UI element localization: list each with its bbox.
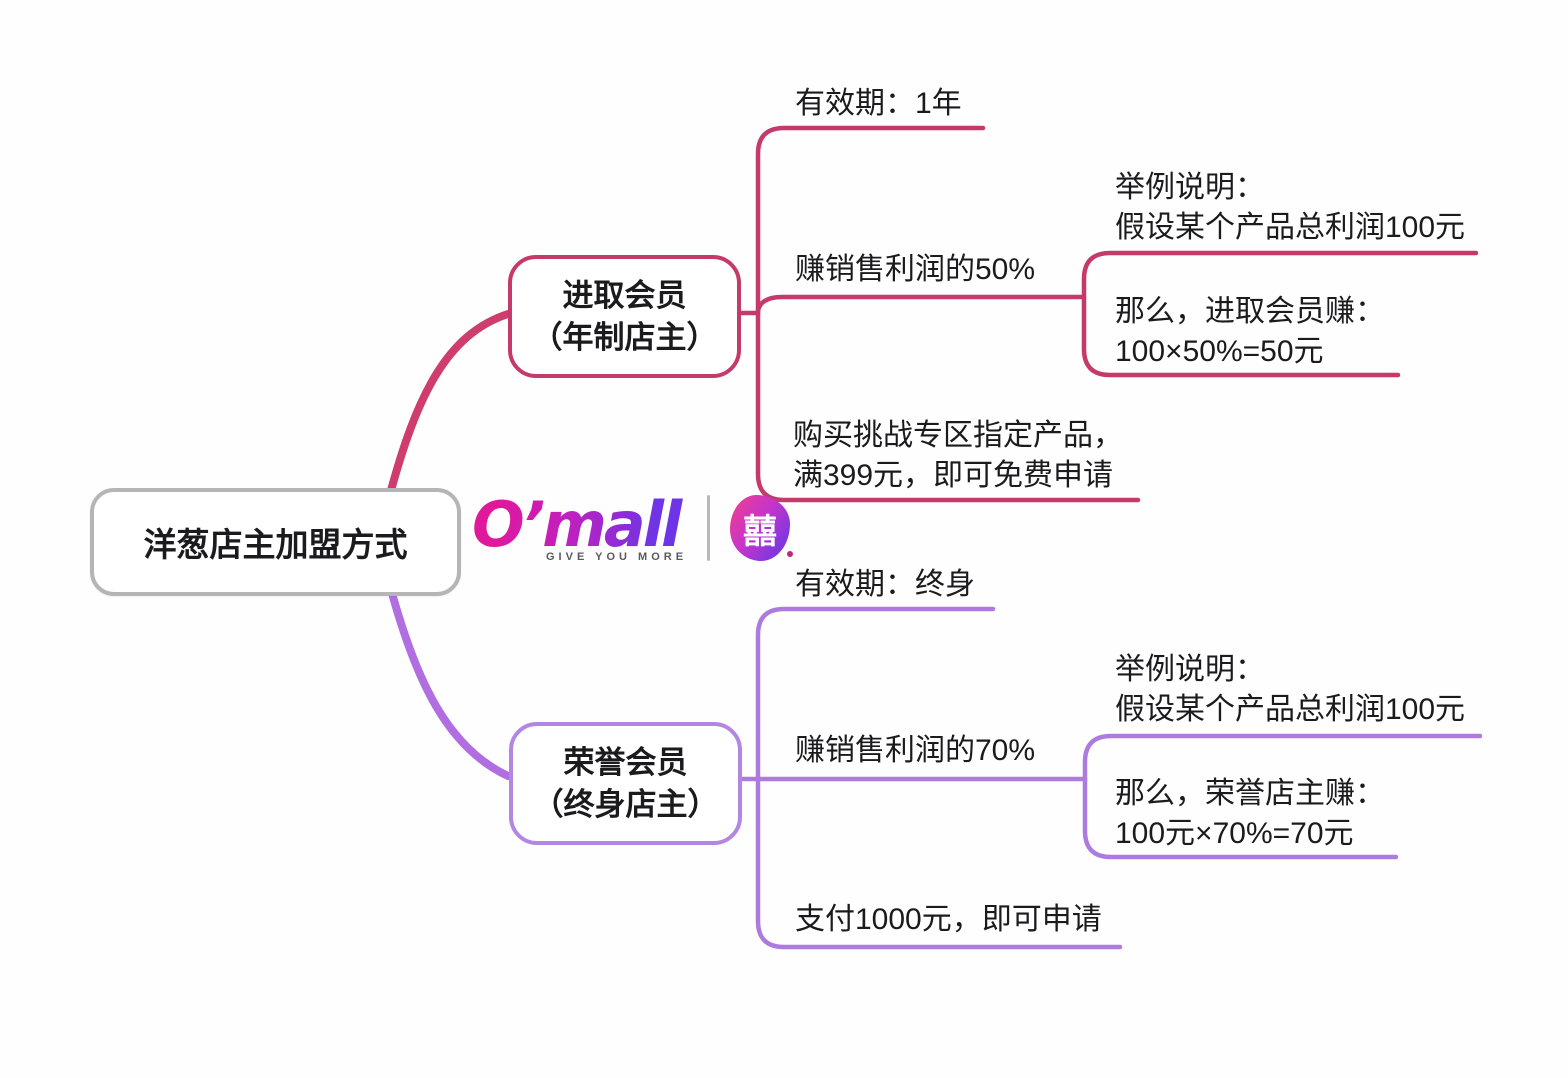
- edge-lifetime-fork: [755, 606, 1123, 950]
- leaf-annual-example[interactable]: 举例说明： 假设某个产品总利润100元: [1115, 168, 1465, 248]
- leaf-lifetime-example-line2: 假设某个产品总利润100元: [1115, 693, 1466, 726]
- leaf-lifetime-validity[interactable]: 有效期：终身: [795, 568, 975, 601]
- node-annual-member[interactable]: 进取会员 （年制店主）: [508, 255, 741, 378]
- edge-lifetime-example-fork: [1082, 733, 1483, 860]
- leaf-annual-example-line1: 举例说明：: [1115, 171, 1265, 204]
- edge-annual-profit-line: [755, 294, 1087, 316]
- double-happiness-icon: 囍: [730, 495, 794, 561]
- leaf-annual-result[interactable]: 那么，进取会员赚： 100×50%=50元: [1115, 292, 1385, 372]
- logo-divider: [707, 495, 711, 561]
- leaf-lifetime-profit[interactable]: 赚销售利润的70%: [795, 734, 1036, 767]
- leaf-annual-apply[interactable]: 购买挑战专区指定产品， 满399元，即可免费申请: [793, 416, 1123, 496]
- node-lifetime-member[interactable]: 荣誉会员 （终身店主）: [509, 722, 742, 845]
- edge-root-lifetime: [386, 582, 512, 780]
- leaf-lifetime-example-line1: 举例说明：: [1115, 653, 1265, 686]
- node-annual-title-line2: （年制店主）: [531, 319, 718, 355]
- root-node-label: 洋葱店主加盟方式: [143, 526, 408, 563]
- root-node[interactable]: 洋葱店主加盟方式: [90, 488, 461, 596]
- leaf-annual-apply-line2: 满399元，即可免费申请: [793, 459, 1114, 492]
- leaf-annual-profit[interactable]: 赚销售利润的50%: [795, 253, 1036, 286]
- leaf-lifetime-result-line2: 100元×70%=70元: [1115, 817, 1354, 850]
- omall-logo: O’mall GIVE YOU MORE 囍: [472, 474, 794, 582]
- leaf-annual-result-line1: 那么，进取会员赚：: [1115, 295, 1385, 328]
- omall-wordmark: O’mall GIVE YOU MORE: [472, 493, 688, 564]
- edge-annual-example-fork: [1081, 250, 1479, 378]
- edge-root-annual: [386, 310, 512, 498]
- node-lifetime-title-line2: （终身店主）: [532, 786, 719, 822]
- badge-dot: [787, 551, 794, 557]
- leaf-annual-example-line2: 假设某个产品总利润100元: [1115, 211, 1466, 244]
- leaf-annual-apply-line1: 购买挑战专区指定产品，: [793, 419, 1123, 452]
- node-lifetime-title-line1: 荣誉会员: [563, 744, 688, 780]
- leaf-lifetime-result-line1: 那么，荣誉店主赚：: [1115, 777, 1385, 810]
- leaf-lifetime-apply[interactable]: 支付1000元，即可申请: [795, 903, 1102, 936]
- leaf-lifetime-example[interactable]: 举例说明： 假设某个产品总利润100元: [1115, 650, 1465, 730]
- node-annual-title-line1: 进取会员: [562, 277, 687, 313]
- leaf-lifetime-result[interactable]: 那么，荣誉店主赚： 100元×70%=70元: [1115, 774, 1385, 854]
- omall-brand-text: O’mall: [472, 493, 687, 557]
- leaf-annual-validity[interactable]: 有效期：1年: [795, 87, 962, 120]
- leaf-annual-result-line2: 100×50%=50元: [1115, 335, 1324, 368]
- omall-tagline: GIVE YOU MORE: [546, 551, 688, 563]
